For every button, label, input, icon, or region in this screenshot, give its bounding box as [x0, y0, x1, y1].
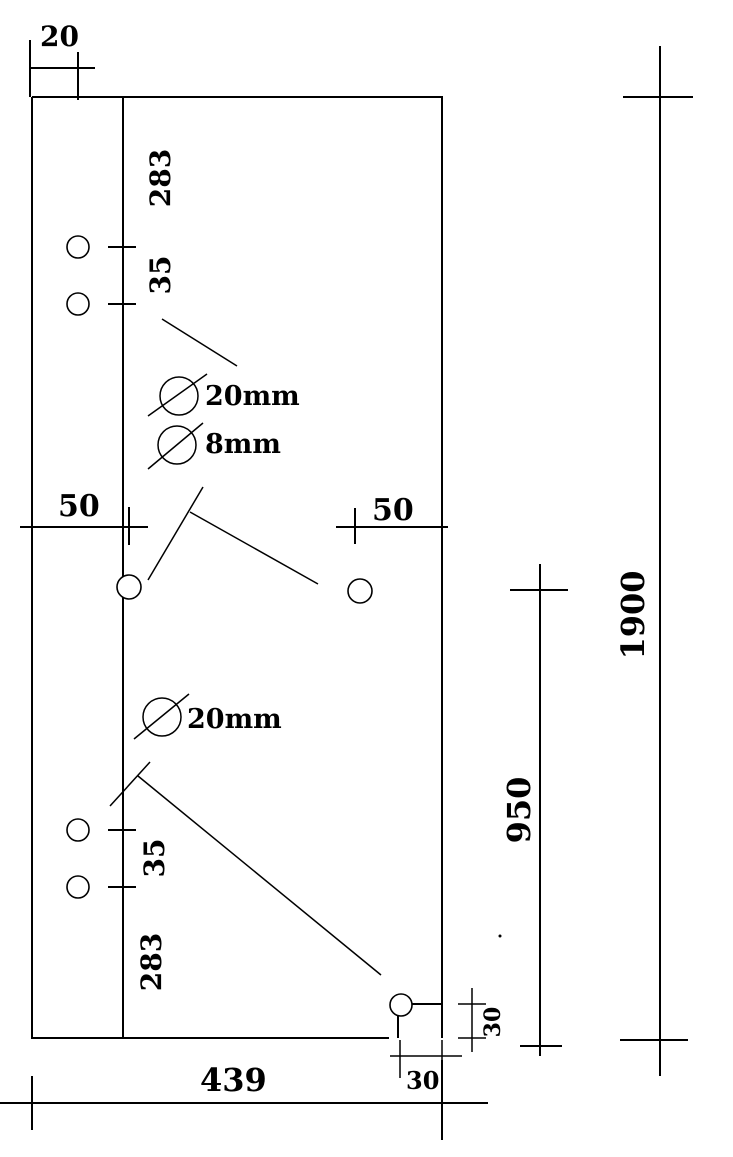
top-offset-dimension: 20 — [29, 20, 95, 100]
diameter-callout-20mm-top: 20mm — [147, 373, 300, 417]
bottom-leader-long — [137, 775, 382, 976]
leader-line — [189, 511, 319, 585]
bottom-spacing-35-label: 35 — [138, 839, 171, 878]
corner-horizontal-dimension: 30 — [390, 1040, 462, 1095]
middle-hole-group — [116, 486, 373, 604]
half-height-dimension: 950 — [500, 564, 568, 1056]
half-height-label: 950 — [500, 777, 538, 844]
corner-horizontal-30-label: 30 — [406, 1066, 439, 1095]
leader-line — [147, 486, 204, 581]
total-height-dimension: 1900 — [614, 46, 693, 1076]
bottom-spacing-283-label: 283 — [135, 933, 168, 991]
top-callout-leader — [161, 318, 238, 367]
hole — [347, 578, 373, 604]
panel-outline — [31, 96, 443, 1039]
dia-20mm-bottom-label: 20mm — [187, 704, 282, 735]
width-label: 439 — [200, 1061, 267, 1099]
dia-8mm-label: 8mm — [205, 429, 281, 460]
hole — [66, 875, 90, 899]
width-dimension: 439 — [0, 1060, 488, 1140]
hole — [116, 574, 142, 600]
stray-dot — [498, 934, 502, 938]
corner-vertical-30-label: 30 — [480, 1007, 506, 1038]
diameter-callout-20mm-bottom: 20mm — [133, 693, 282, 740]
hole — [389, 993, 413, 1017]
hole — [66, 818, 90, 842]
total-height-label: 1900 — [614, 570, 652, 659]
corner-vertical-dimension: 30 — [458, 988, 506, 1052]
bottom-hole-group: 35 283 — [66, 810, 171, 991]
diameter-callout-8mm: 8mm — [147, 422, 281, 470]
dia-20mm-top-label: 20mm — [205, 381, 300, 412]
corner-notch — [389, 993, 443, 1038]
top-offset-label: 20 — [40, 20, 79, 53]
middle-dimension: 50 50 — [20, 489, 448, 545]
top-spacing-283-label: 283 — [144, 149, 177, 207]
hole — [66, 235, 90, 259]
top-spacing-35-label: 35 — [144, 256, 177, 295]
top-hole-group: 283 35 — [66, 149, 177, 325]
hole — [66, 292, 90, 316]
mid-right-50-label: 50 — [372, 493, 414, 528]
bottom-leader-short — [109, 761, 151, 807]
mid-left-50-label: 50 — [58, 489, 100, 524]
